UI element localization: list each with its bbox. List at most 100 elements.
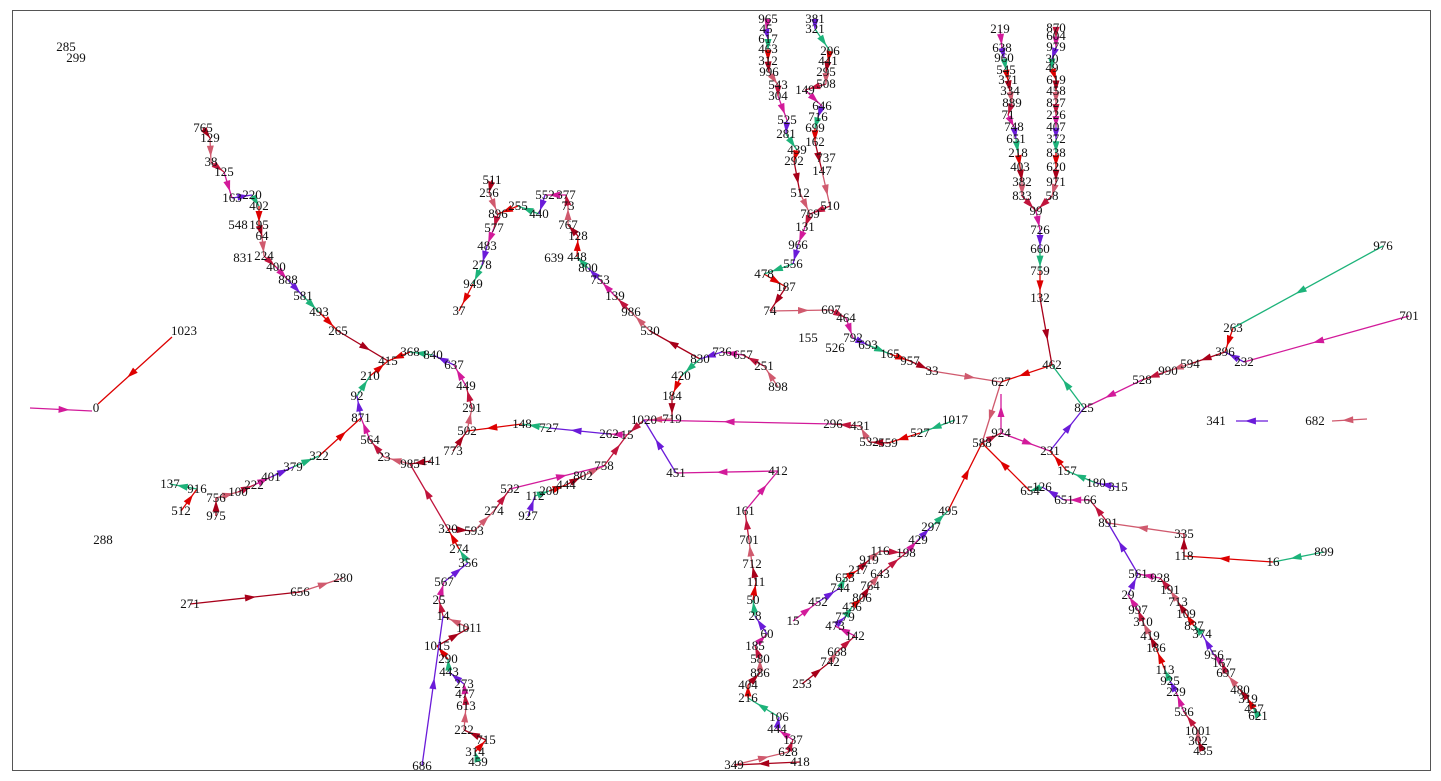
edge-arrowhead (488, 198, 497, 210)
node-label: 607 (821, 302, 841, 317)
node-label: 137 (160, 476, 180, 491)
node-label: 66 (1084, 492, 1098, 507)
edge-arrowhead (1204, 638, 1214, 650)
edge-arrowhead (748, 674, 759, 685)
node-label: 320 (438, 521, 458, 536)
node-label: 148 (512, 416, 532, 431)
edge-arrowhead (1049, 68, 1056, 80)
node-label: 285 (56, 39, 76, 54)
edge-arrowhead (1170, 590, 1180, 602)
node-label: 299 (66, 50, 86, 65)
edge-arrowhead (488, 181, 495, 193)
node-label: 125 (214, 164, 234, 179)
edge-arrowhead (414, 458, 426, 466)
node-label: 545 (996, 62, 1016, 77)
edge-arrowhead (773, 716, 781, 729)
edge-arrowhead (448, 633, 460, 642)
node-label: 25 (433, 592, 446, 607)
node-label: 73 (562, 198, 575, 213)
edge-arrowhead (757, 755, 770, 763)
node-label: 296 (823, 416, 843, 431)
edge-arrowhead (255, 224, 263, 237)
node-label: 660 (1030, 241, 1050, 256)
node-label: 291 (462, 400, 482, 415)
edge-arrowhead (764, 18, 772, 30)
edge-arrowhead (564, 194, 572, 206)
edge-arrowhead (1143, 623, 1152, 635)
node-label: 495 (938, 503, 958, 518)
node-label: 971 (1046, 174, 1066, 189)
edge-arrowhead (1048, 58, 1056, 70)
node-label: 37 (453, 303, 467, 318)
node-label: 559 (878, 435, 898, 450)
edge-arrowhead (589, 269, 600, 280)
node-label: 458 (1046, 83, 1066, 98)
edge-arrowhead (493, 215, 501, 227)
edge-arrowhead (1164, 669, 1173, 682)
node-label: 132 (1030, 290, 1050, 305)
node-label: 226 (1046, 107, 1066, 122)
node-label: 651 (1054, 492, 1074, 507)
node-label: 693 (858, 337, 878, 352)
edge (643, 419, 834, 425)
edge-arrowhead (436, 584, 444, 597)
edge-arrowhead (611, 431, 623, 439)
node-label: 899 (1314, 544, 1334, 559)
edge-arrowhead (618, 299, 629, 310)
edge-arrowhead (997, 406, 1005, 418)
edge-arrowhead (1052, 36, 1060, 48)
edge-arrowhead (872, 439, 884, 447)
edge-arrowhead (868, 551, 880, 562)
node-label: 440 (529, 206, 549, 221)
edge-arrowhead (445, 659, 453, 671)
edge-arrowhead (800, 607, 812, 617)
edge-arrowhead (1228, 676, 1239, 688)
edge-arrowhead (1138, 610, 1146, 622)
edge-arrowhead (726, 350, 738, 358)
node-label: 825 (1074, 400, 1094, 415)
edge-arrowhead (777, 102, 785, 115)
edge-arrowhead (764, 39, 772, 50)
node-label: 232 (1234, 354, 1254, 369)
edge-arrowhead (1187, 716, 1197, 728)
edge-arrowhead (1018, 184, 1026, 196)
node-label: 141 (421, 453, 441, 468)
node-label: 502 (457, 423, 477, 438)
node-label: 219 (990, 21, 1010, 36)
node-label: 436 (842, 599, 862, 614)
node-label: 765 (193, 120, 213, 135)
node-label: 167 (1212, 655, 1232, 670)
edge-arrowhead (474, 751, 482, 763)
edge-arrowhead (1218, 555, 1230, 563)
node-label: 147 (812, 163, 832, 178)
edge (421, 615, 444, 767)
edge-arrowhead (860, 586, 870, 598)
node-label: 526 (825, 340, 845, 355)
node-label: 779 (835, 609, 855, 624)
node-label: 415 (378, 353, 398, 368)
node-label: 441 (818, 53, 838, 68)
edge-arrowhead (449, 619, 462, 627)
node-label: 113 (1155, 662, 1174, 677)
node-label: 431 (850, 418, 870, 433)
node-label: 157 (1057, 463, 1077, 478)
node-label: 149 (795, 82, 815, 97)
node-label: 493 (309, 304, 329, 319)
edge-arrowhead (602, 283, 614, 294)
node-label: 701 (1399, 308, 1419, 323)
edge-arrowhead (785, 740, 793, 752)
edge-arrowhead (783, 121, 791, 134)
edge-arrowhead (438, 647, 449, 659)
node-label: 315 (1108, 479, 1128, 494)
node-label: 986 (621, 304, 641, 319)
edge-arrowhead (1023, 197, 1034, 209)
edge-arrowhead (869, 575, 880, 586)
edge-arrowhead (716, 468, 728, 476)
node-label: 719 (662, 411, 682, 426)
edge-arrowhead (999, 460, 1010, 471)
node-label: 15 (621, 427, 634, 442)
edge-arrowhead (1008, 103, 1015, 115)
edge-arrowhead (824, 61, 832, 73)
node-label: 439 (787, 142, 807, 157)
